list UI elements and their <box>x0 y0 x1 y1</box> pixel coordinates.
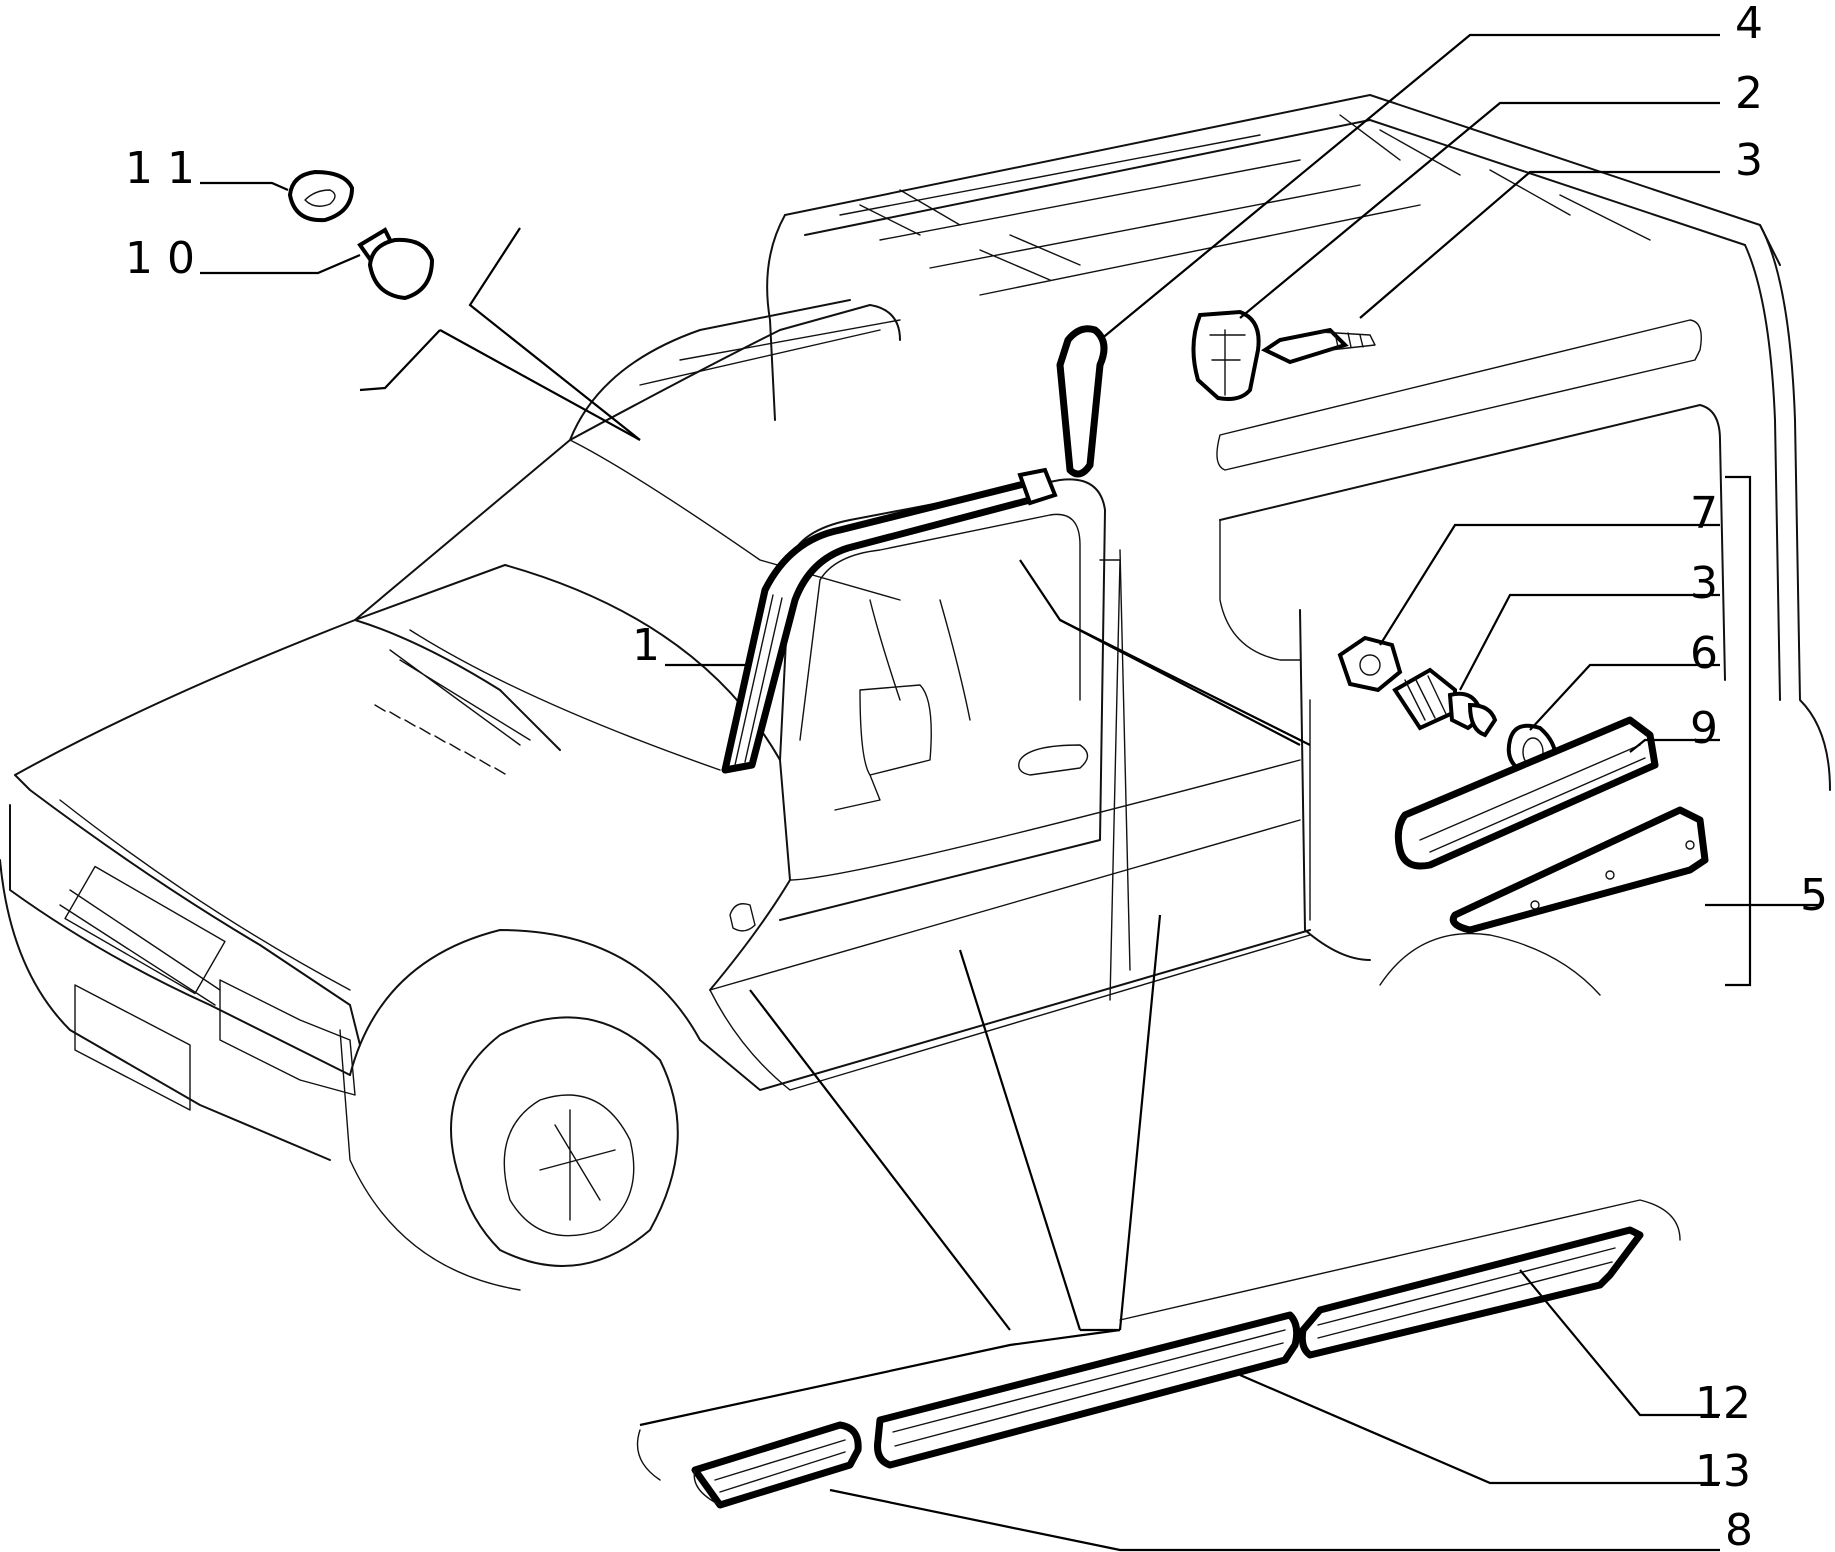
part-1-seal-end <box>1017 467 1058 506</box>
part-11-grommet[interactable] <box>287 169 355 223</box>
callout-11[interactable]: 1 1 <box>125 143 195 194</box>
parts-group <box>287 169 1709 1509</box>
callout-1[interactable]: 1 <box>632 620 660 671</box>
part-10-push-clip[interactable] <box>357 227 435 301</box>
callout-labels: 1 1 1 0 4 2 3 1 7 3 6 9 5 12 13 8 <box>125 0 1828 1552</box>
callout-9[interactable]: 9 <box>1690 703 1718 754</box>
callout-4[interactable]: 4 <box>1735 0 1763 49</box>
part-4-pillar-seal[interactable] <box>1056 325 1108 478</box>
callout-8[interactable]: 8 <box>1725 1505 1753 1552</box>
part-8-front-moulding[interactable] <box>691 1421 862 1509</box>
part-2-retaining-clip[interactable] <box>1191 309 1261 401</box>
part-3-bolt-lower[interactable] <box>1392 667 1498 738</box>
group-bracket <box>1725 475 1752 987</box>
callout-3-lower[interactable]: 3 <box>1690 558 1718 609</box>
callout-6[interactable]: 6 <box>1690 628 1718 679</box>
callout-5[interactable]: 5 <box>1800 870 1828 921</box>
part-9-rear-upper-moulding[interactable] <box>1394 716 1659 870</box>
part-1-door-frame-seal[interactable] <box>721 476 1044 774</box>
part-3-screw-upper[interactable] <box>1260 327 1376 365</box>
callout-2[interactable]: 2 <box>1735 68 1763 119</box>
callout-10[interactable]: 1 0 <box>125 233 195 284</box>
callout-13[interactable]: 13 <box>1695 1446 1751 1497</box>
leader-lines <box>200 33 1820 1552</box>
callout-12[interactable]: 12 <box>1695 1378 1751 1429</box>
part-13-door-moulding[interactable] <box>874 1311 1301 1469</box>
part-7-nut[interactable] <box>1337 635 1403 693</box>
vehicle-outline <box>0 94 1831 1291</box>
part-12-rear-side-moulding[interactable] <box>1298 1226 1644 1359</box>
callout-7[interactable]: 7 <box>1690 488 1718 539</box>
callout-3-upper[interactable]: 3 <box>1735 135 1763 186</box>
part-5-rear-moulding[interactable] <box>1449 806 1709 934</box>
